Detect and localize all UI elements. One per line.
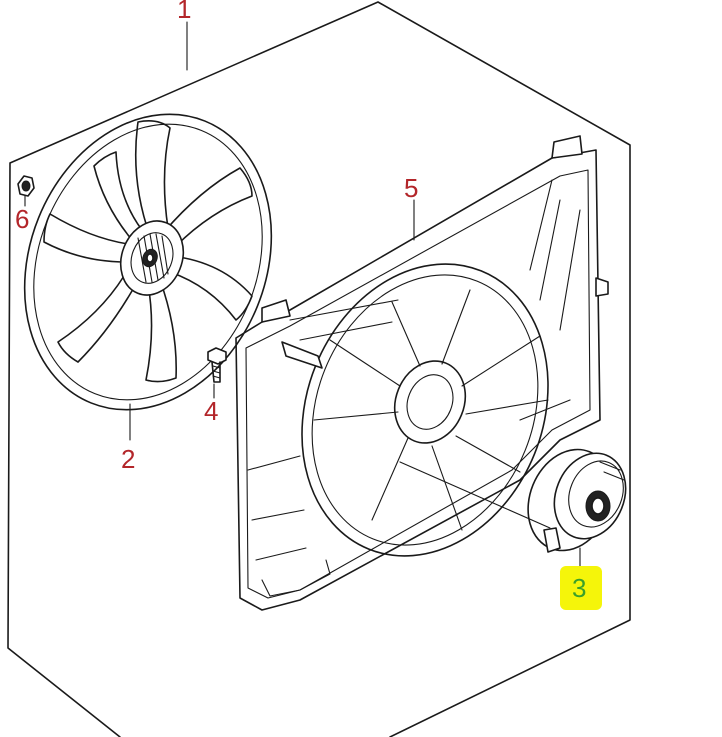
callout-1: 1 xyxy=(177,0,191,24)
callout-3: 3 xyxy=(572,573,586,603)
callout-4: 4 xyxy=(204,396,218,426)
nut xyxy=(17,175,35,197)
callout-6: 6 xyxy=(15,204,29,234)
fan-blade xyxy=(23,113,273,411)
callout-2: 2 xyxy=(121,444,135,474)
assembly-boundary xyxy=(7,1,631,737)
fan-motor xyxy=(399,448,627,553)
fan-shroud xyxy=(235,135,609,611)
callout-3-highlight xyxy=(560,566,602,610)
bolt xyxy=(207,347,227,383)
callout-5: 5 xyxy=(404,173,418,203)
